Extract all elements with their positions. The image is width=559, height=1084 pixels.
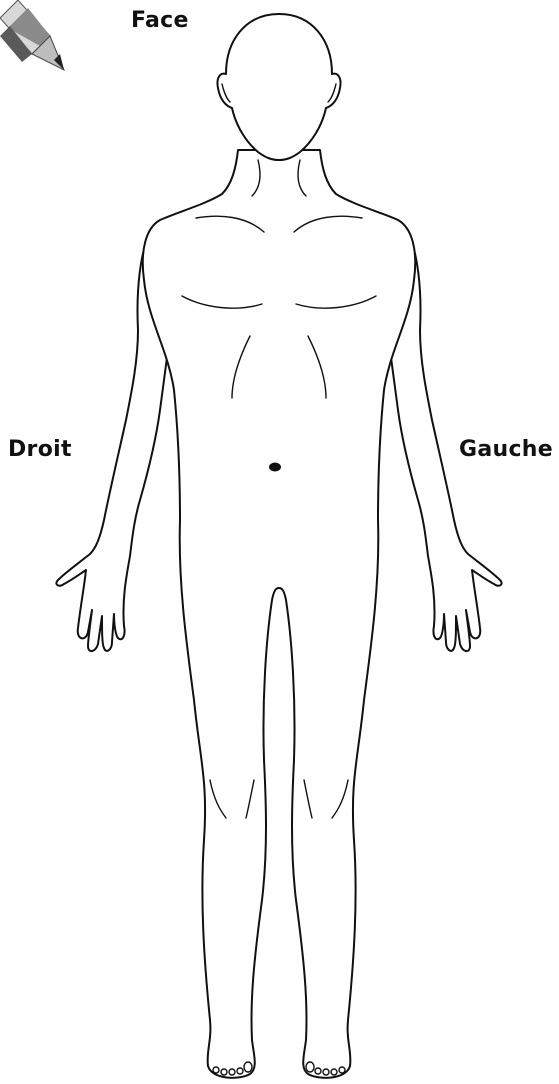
torso-and-legs[interactable] (143, 150, 415, 1078)
head[interactable] (217, 14, 340, 160)
navel (269, 463, 281, 472)
